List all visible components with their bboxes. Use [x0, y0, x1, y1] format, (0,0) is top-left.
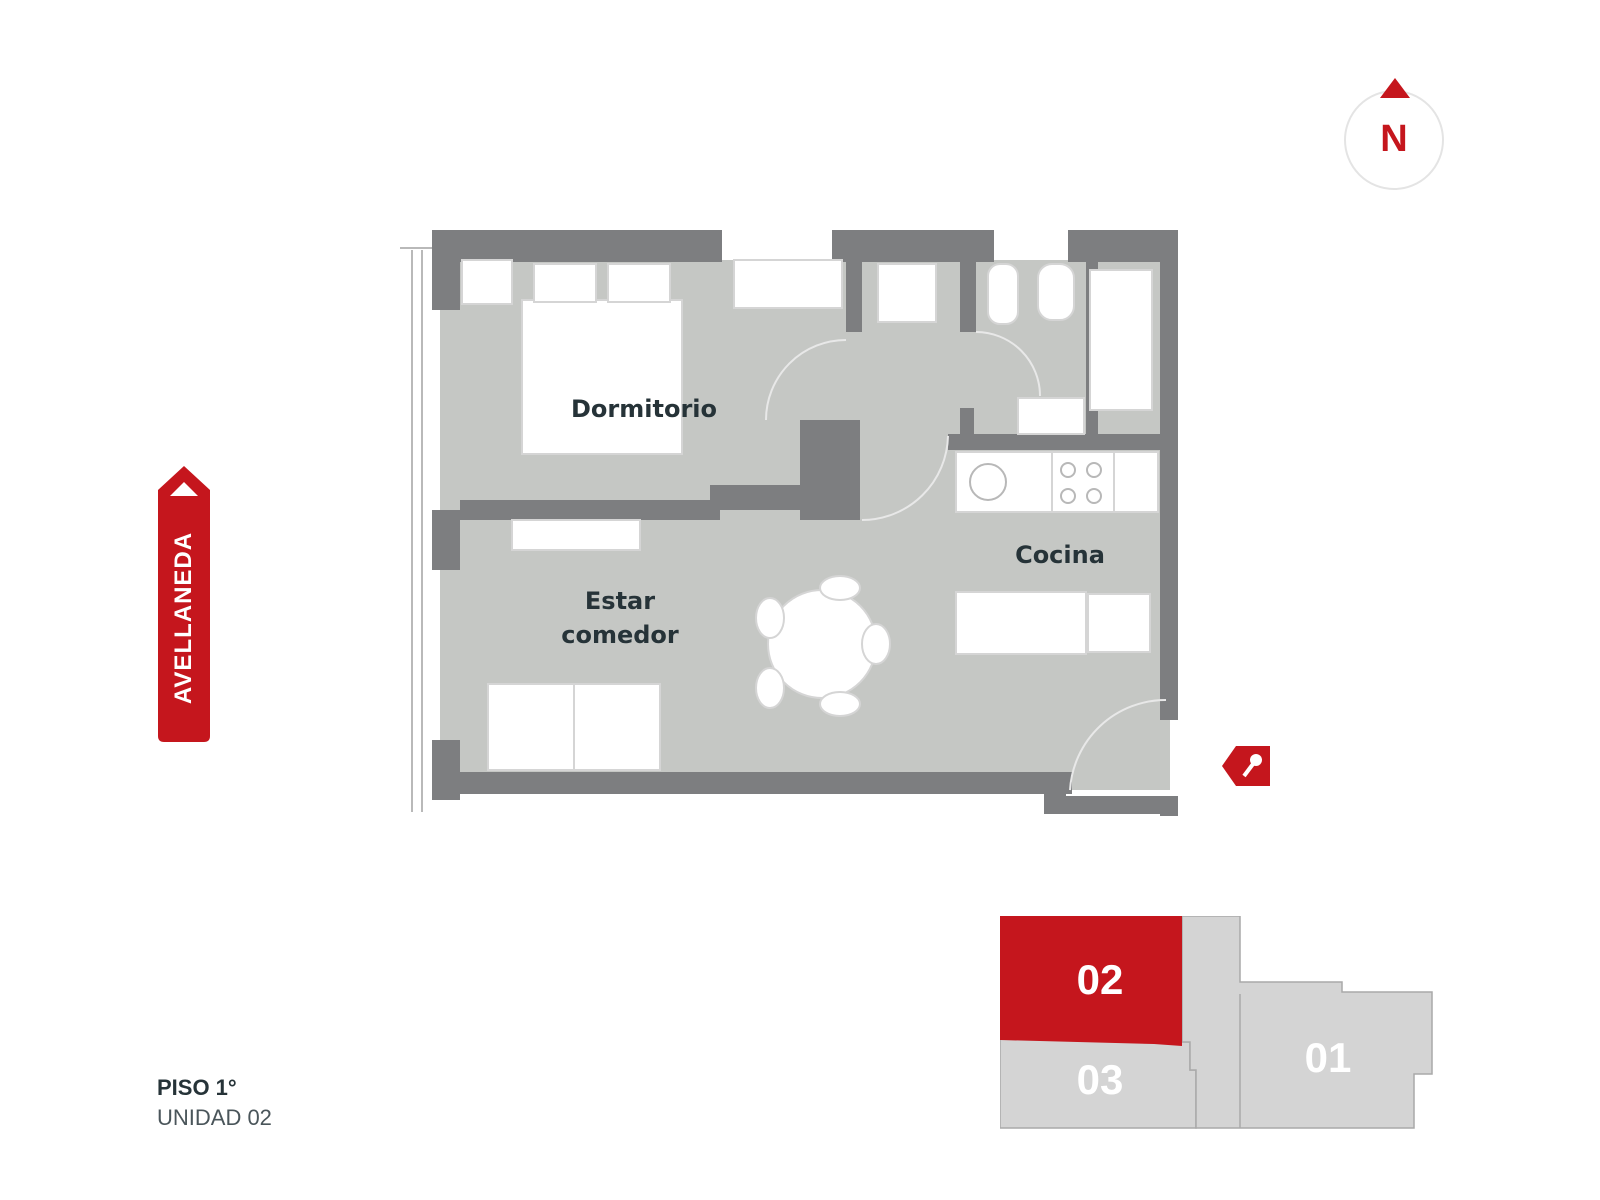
- key-icon: [1222, 746, 1270, 786]
- key-plan-drawing: [999, 915, 1433, 1129]
- door-swings: [765, 331, 1167, 791]
- street-tag-shape: [158, 466, 210, 742]
- street-name: AVELLANEDA: [170, 531, 197, 705]
- compass-letter: N: [1380, 118, 1408, 160]
- kitchen-table: [955, 591, 1087, 655]
- arrow-up-icon: [170, 482, 198, 496]
- key-plan: 02 03 01: [999, 915, 1440, 1140]
- unit-02-label: 02: [1076, 956, 1124, 1003]
- room-label-comedor: comedor: [561, 621, 679, 649]
- windows: [730, 241, 1064, 251]
- unit-03-label: 03: [1076, 1056, 1124, 1103]
- room-label-estar: Estar: [584, 587, 656, 615]
- room-label-cocina: Cocina: [1015, 541, 1105, 569]
- floor-label: PISO 1°: [157, 1075, 237, 1100]
- unit-01-label: 01: [1304, 1034, 1352, 1081]
- floor-info: PISO 1° UNIDAD 02: [157, 1073, 272, 1133]
- kitchen-sink: [955, 451, 1053, 513]
- floor-plan: Dormitorio Estar comedor Cocina: [400, 220, 1220, 844]
- stove: [1051, 451, 1115, 513]
- washbasin: [1017, 397, 1085, 435]
- fridge: [1087, 593, 1151, 653]
- unit-01-shape: [1181, 915, 1433, 1129]
- floor-plan-drawing: [400, 230, 1178, 816]
- north-compass: N: [1344, 78, 1450, 198]
- unit-02-shape: [1000, 916, 1182, 1046]
- entrance-tag: [1222, 746, 1270, 786]
- furniture: [461, 259, 1159, 771]
- wardrobe: [733, 259, 843, 309]
- room-label-dormitorio: Dormitorio: [571, 395, 717, 423]
- street-tag: AVELLANEDA: [158, 466, 210, 742]
- bed: [521, 299, 683, 455]
- bathtub: [1089, 269, 1153, 411]
- walls: [432, 230, 1178, 816]
- unit-label: UNIDAD 02: [157, 1105, 272, 1130]
- north-arrow-icon: [1380, 78, 1410, 98]
